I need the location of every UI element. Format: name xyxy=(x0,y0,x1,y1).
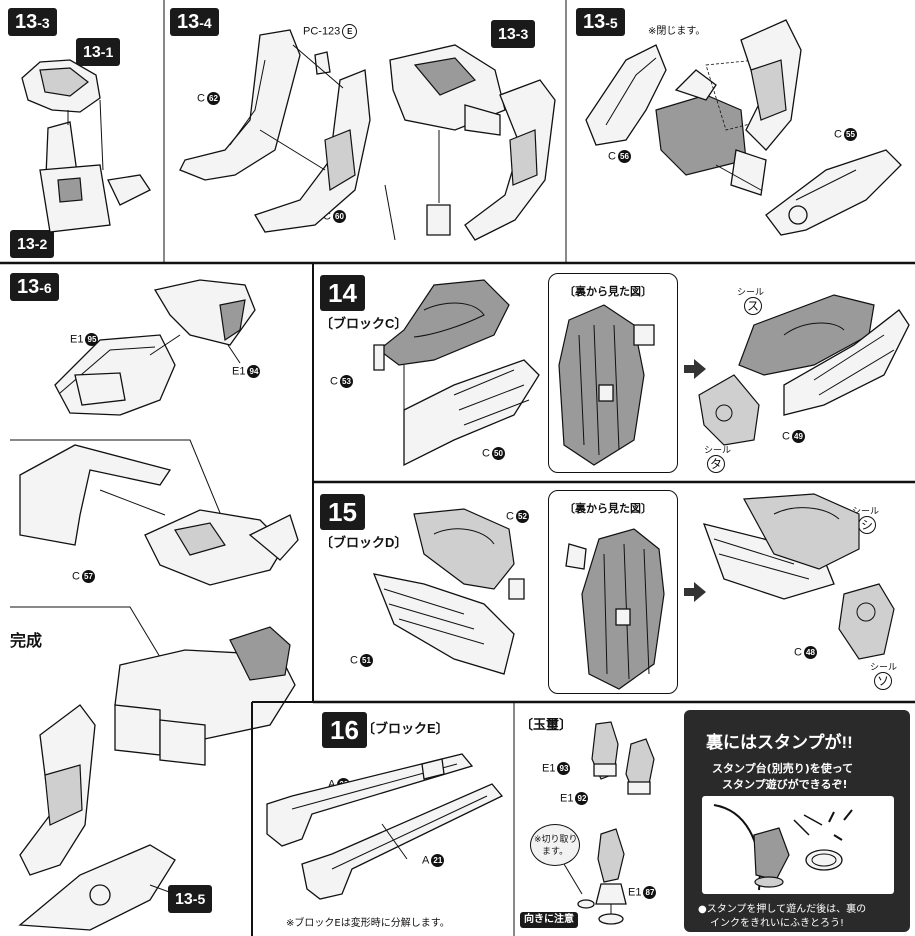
step-16-panel: 16 〔ブロックE〕 A22 A21 ※ブロックEは変形時に分解します。 xyxy=(252,704,514,936)
stamp-illustration xyxy=(713,804,853,891)
block-c-title: 〔ブロックC〕 xyxy=(320,316,408,331)
rear-view-caption-14: 〔裏から見た図〕 xyxy=(564,285,652,298)
step-13-3-panel: 13-3 13-1 13-2 xyxy=(0,0,163,262)
close-note: ※閉じます。 xyxy=(648,26,706,37)
gyokuji-title: 〔玉璽〕 xyxy=(520,717,573,732)
step-13-4-drawing xyxy=(179,29,556,241)
stamp-line-1: スタンプ台(別売り)を使って xyxy=(712,762,854,775)
cut-note-line-2: ます。 xyxy=(542,847,569,857)
step-13-5-badge: 13-5 xyxy=(576,8,625,36)
stamp-line-2: スタンプ遊びができるぞ! xyxy=(722,778,848,791)
seal-so: ソ xyxy=(874,672,892,690)
stamp-foot-2: インクをきれいにふきとろう! xyxy=(710,918,845,929)
step-16-drawing xyxy=(266,753,504,900)
step-13-5-drawing xyxy=(585,19,902,236)
block-e-note: ※ブロックEは変形時に分解します。 xyxy=(286,918,450,929)
complete-label: 完成 xyxy=(10,633,43,650)
gyokuji-drawing xyxy=(563,721,655,925)
rear-view-box-14 xyxy=(548,273,678,473)
ref-13-5-badge: 13-5 xyxy=(168,885,213,913)
ref-13-1-badge: 13-1 xyxy=(76,38,121,66)
ref-13-2-badge: 13-2 xyxy=(10,230,55,258)
rear-view-box-15 xyxy=(548,490,678,694)
step-13-6-badge: 13-6 xyxy=(10,273,59,301)
orientation-badge: 向きに注意 xyxy=(520,912,578,928)
stamp-headline: 裏にはスタンプが!! xyxy=(706,733,853,752)
step-14-badge: 14 xyxy=(320,275,365,311)
step-13-3-badge: 13-3 xyxy=(8,8,57,36)
stamp-foot-1: ●スタンプを押して遊んだ後は、裏の xyxy=(698,904,867,915)
step-14-drawing xyxy=(373,279,910,467)
seal-su-label: シール xyxy=(737,287,765,297)
step-15-drawing xyxy=(372,493,895,690)
seal-so-label: シール xyxy=(870,662,898,672)
step-13-6-drawing xyxy=(10,279,299,931)
ref-13-3-badge: 13-3 xyxy=(491,20,536,48)
seal-su: ス xyxy=(744,297,762,315)
rear-view-caption-15: 〔裏から見た図〕 xyxy=(564,502,652,515)
step-16-badge: 16 xyxy=(322,712,367,748)
step-13-3-drawing xyxy=(21,59,151,233)
cut-note-bubble xyxy=(530,824,580,866)
seal-shi-label: シール xyxy=(852,506,880,516)
stamp-info-box: 裏にはスタンプが!! スタンプ台(別売り)を使って スタンプ遊びができるぞ! ●… xyxy=(684,710,910,932)
block-d-title: 〔ブロックD〕 xyxy=(320,535,408,550)
step-13-4-badge: 13-4 xyxy=(170,8,219,36)
seal-ta: タ xyxy=(707,455,725,473)
step-15-badge: 15 xyxy=(320,494,365,530)
block-e-title: 〔ブロックE〕 xyxy=(362,721,449,736)
cut-note-line-1: ※切り取り xyxy=(534,835,578,845)
seal-ta-label: シール xyxy=(704,445,732,455)
